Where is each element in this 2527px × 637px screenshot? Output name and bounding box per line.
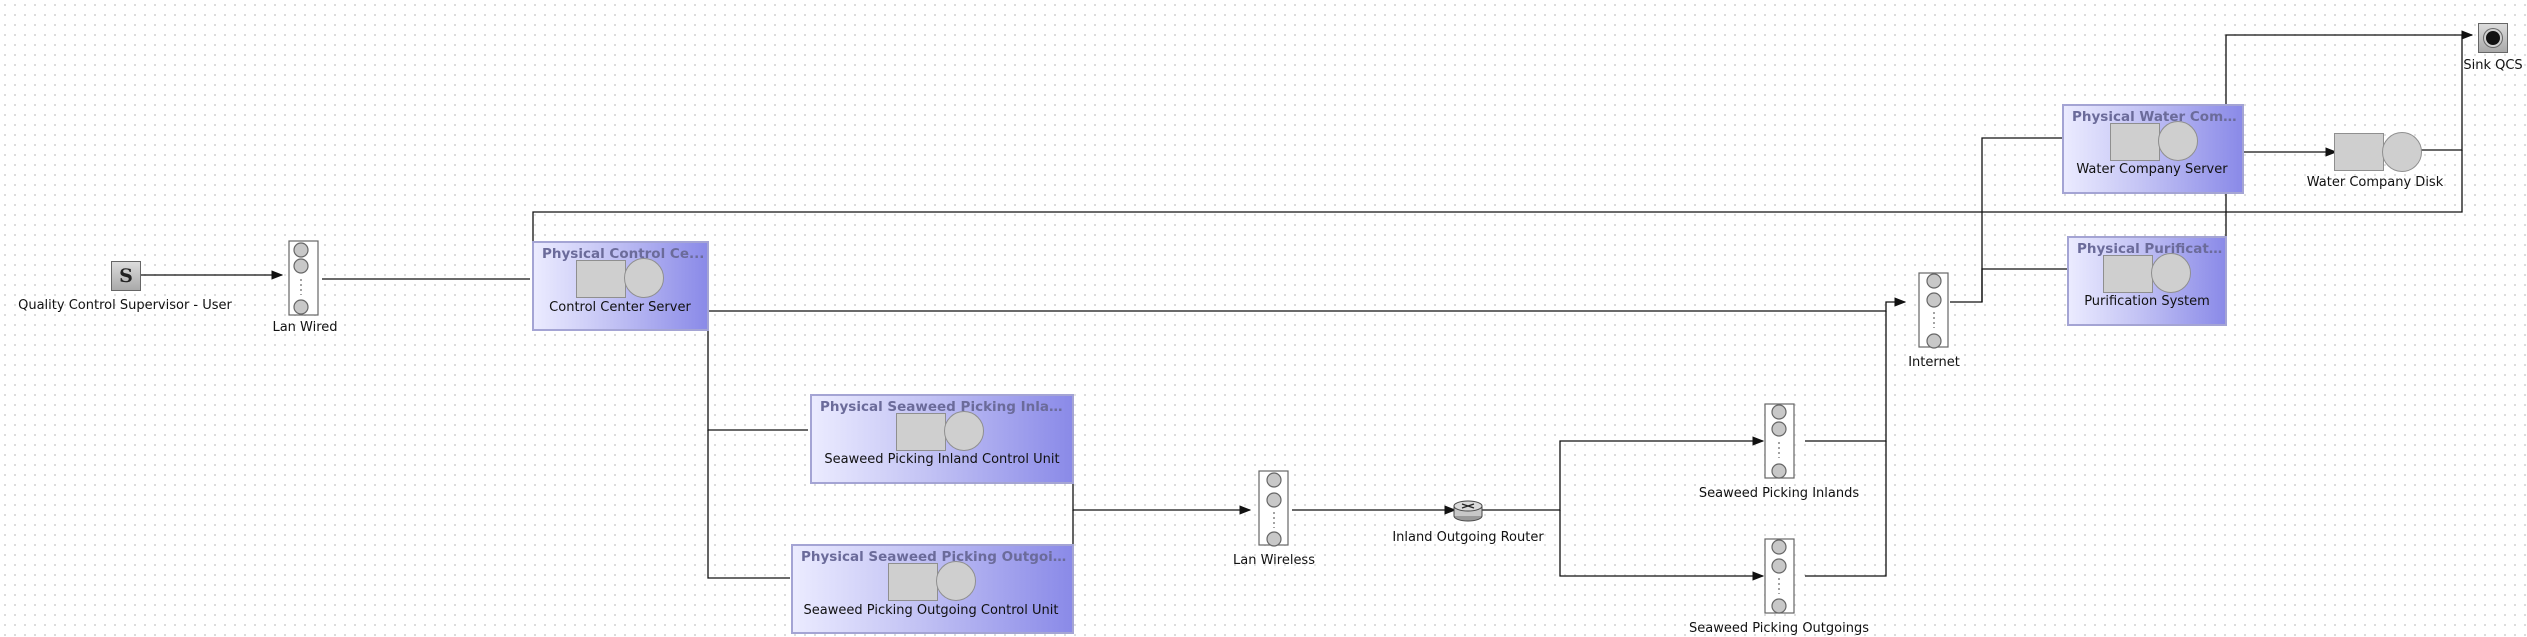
internet-label: Internet — [1908, 355, 1960, 370]
sink-label: Sink QCS — [2463, 58, 2523, 73]
fork-join-icon — [288, 240, 319, 316]
region-spo-control[interactable]: Physical Seaweed Picking Outgoin... — [791, 544, 1074, 634]
edge-control-internet — [708, 297, 1907, 312]
spi-control-label: Seaweed Picking Inland Control Unit — [824, 452, 1060, 467]
region-purification[interactable]: Physical Purificati... — [2067, 236, 2227, 326]
spo-label: Seaweed Picking Outgoings — [1689, 621, 1869, 636]
edge-router-spo — [1559, 510, 1765, 581]
control-center-label: Control Center Server — [549, 300, 691, 315]
server-station-icon — [576, 260, 626, 298]
router-icon — [1453, 500, 1483, 522]
disk-station-icon[interactable] — [2334, 133, 2384, 171]
region-control-center[interactable]: Physical Control Ce... — [532, 241, 709, 331]
server-circle-icon — [2158, 121, 2198, 161]
server-station-icon — [2103, 255, 2153, 293]
source-label: Quality Control Supervisor - User — [18, 298, 232, 313]
lan-wireless-label: Lan Wireless — [1233, 553, 1315, 568]
server-circle-icon — [944, 411, 984, 451]
spo-control-label: Seaweed Picking Outgoing Control Unit — [803, 603, 1059, 618]
fork-join-icon — [1764, 403, 1795, 479]
region-water-server[interactable]: Physical Water Comp... — [2062, 104, 2244, 194]
water-disk-label: Water Company Disk — [2306, 175, 2444, 190]
sink-icon[interactable] — [2478, 23, 2508, 53]
spi-label: Seaweed Picking Inlands — [1698, 486, 1860, 501]
region-spi-control[interactable]: Physical Seaweed Picking Inland... — [810, 394, 1074, 484]
edge-internet-water — [1950, 137, 2065, 303]
edge-spo-internet — [1805, 441, 1887, 577]
edge-control-spoc — [707, 430, 790, 579]
fork-join-icon — [1764, 538, 1795, 614]
source-icon[interactable]: S — [111, 261, 141, 291]
fork-join-icon — [1918, 272, 1949, 349]
water-server-label: Water Company Server — [2076, 162, 2228, 177]
server-station-icon — [2110, 123, 2160, 161]
server-circle-icon — [624, 258, 664, 298]
sink-dot — [2486, 31, 2500, 45]
router-label: Inland Outgoing Router — [1392, 530, 1544, 545]
fork-join-icon — [1258, 470, 1289, 547]
server-circle-icon — [2151, 253, 2191, 293]
edge-internet-purification — [1981, 268, 2070, 302]
edge-router-spi — [1480, 436, 1765, 511]
lan-wired-label: Lan Wired — [272, 320, 338, 335]
purification-label: Purification System — [2084, 294, 2210, 309]
server-circle-icon — [936, 561, 976, 601]
disk-circle-icon[interactable] — [2382, 132, 2422, 172]
